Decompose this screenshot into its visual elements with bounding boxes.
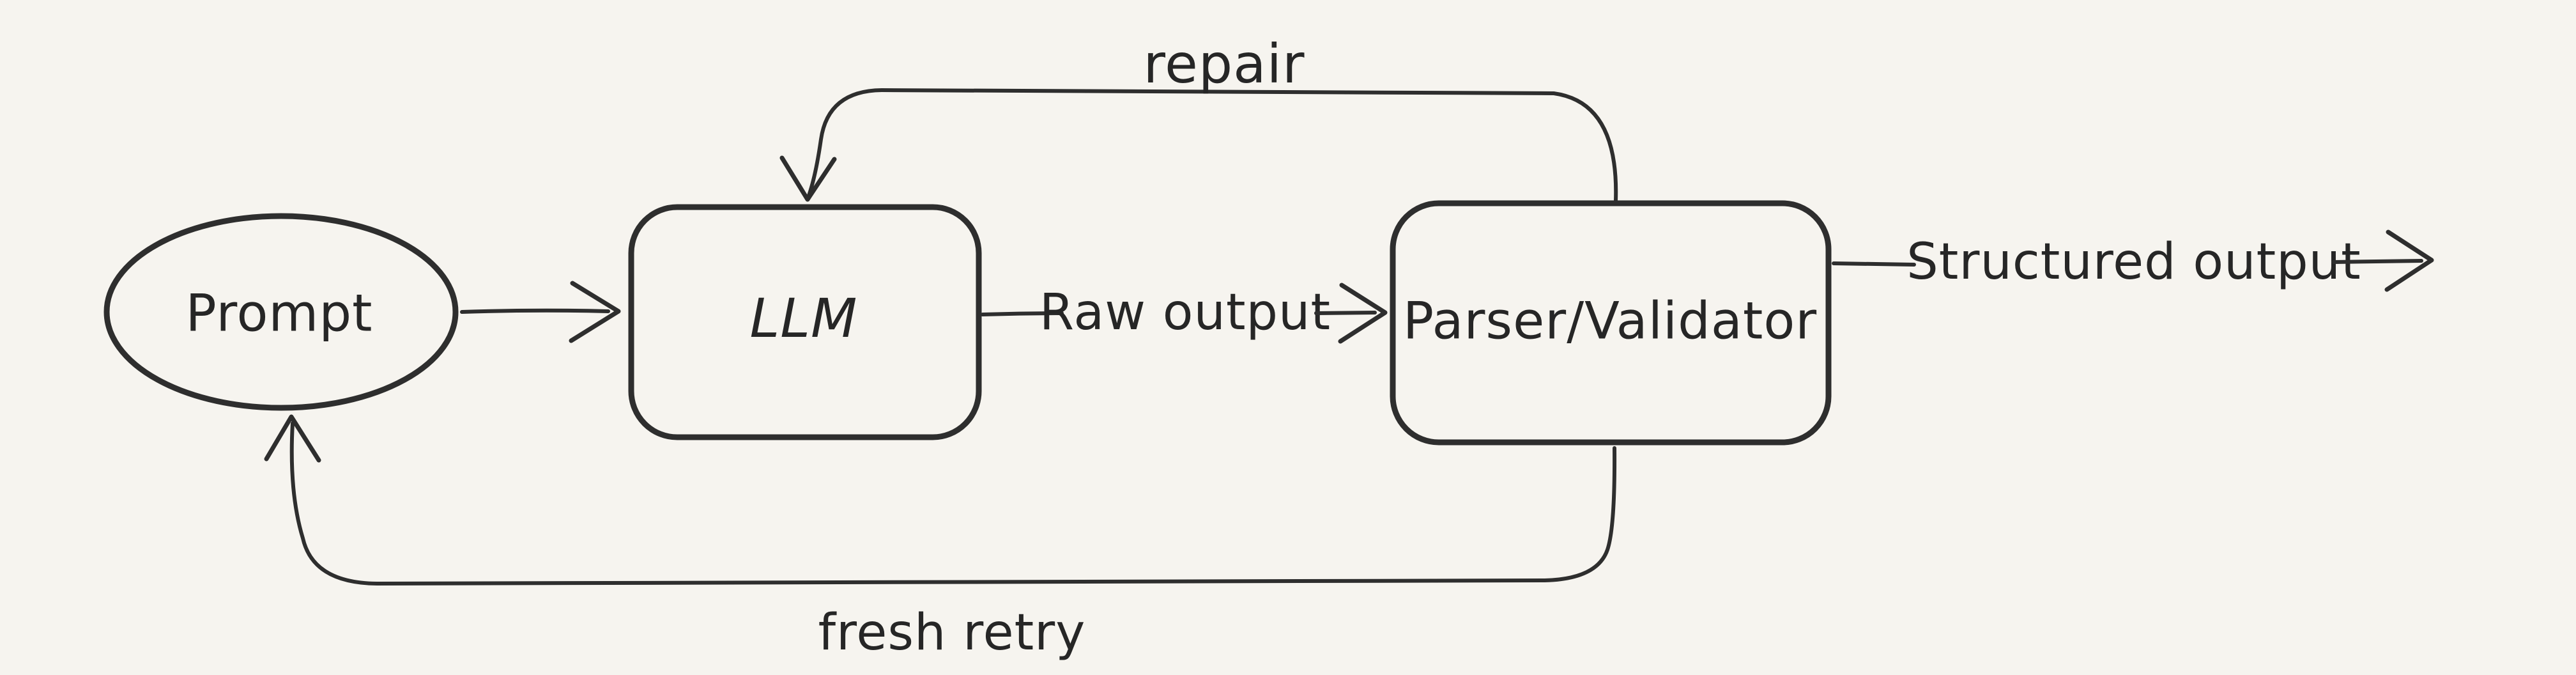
repair-arrow-line [807,88,1618,203]
parser-validator-label: Parser/Validator [1403,291,1817,351]
llm-node: LLM [628,204,982,440]
raw-output-line-left [981,311,1064,316]
structured-output-line-right [2331,259,2423,264]
structured-output-arrowhead-icon [2384,229,2434,292]
prompt-to-llm-arrow [460,281,621,343]
prompt-node: Prompt [103,213,459,411]
raw-output-label: Raw output [1039,284,1331,341]
prompt-to-llm-arrowhead-icon [569,281,621,343]
fresh-retry-label: fresh retry [818,604,1086,662]
structured-output-line-left [1832,261,1916,267]
raw-output-arrowhead-icon [1338,283,1388,344]
prompt-to-llm-arrow-line [460,308,610,314]
repair-arrow: repair [779,33,1618,203]
prompt-label: Prompt [186,284,373,343]
prompt-ellipse [103,213,459,411]
llm-label: LLM [749,287,857,350]
parser-validator-node: Parser/Validator [1390,200,1832,446]
repair-label: repair [1143,33,1305,95]
fresh-retry-arrowhead-icon [264,414,321,463]
fresh-retry-arrow-line [289,421,1617,586]
structured-output-arrow: Structured output [1832,229,2434,292]
llm-box [628,204,982,440]
llm-to-parser-arrow: Raw output [981,283,1388,344]
fresh-retry-arrow: fresh retry [264,414,1617,662]
structured-output-label: Structured output [1906,233,2361,291]
parser-validator-box [1390,200,1832,446]
repair-arrowhead-icon [779,155,837,202]
